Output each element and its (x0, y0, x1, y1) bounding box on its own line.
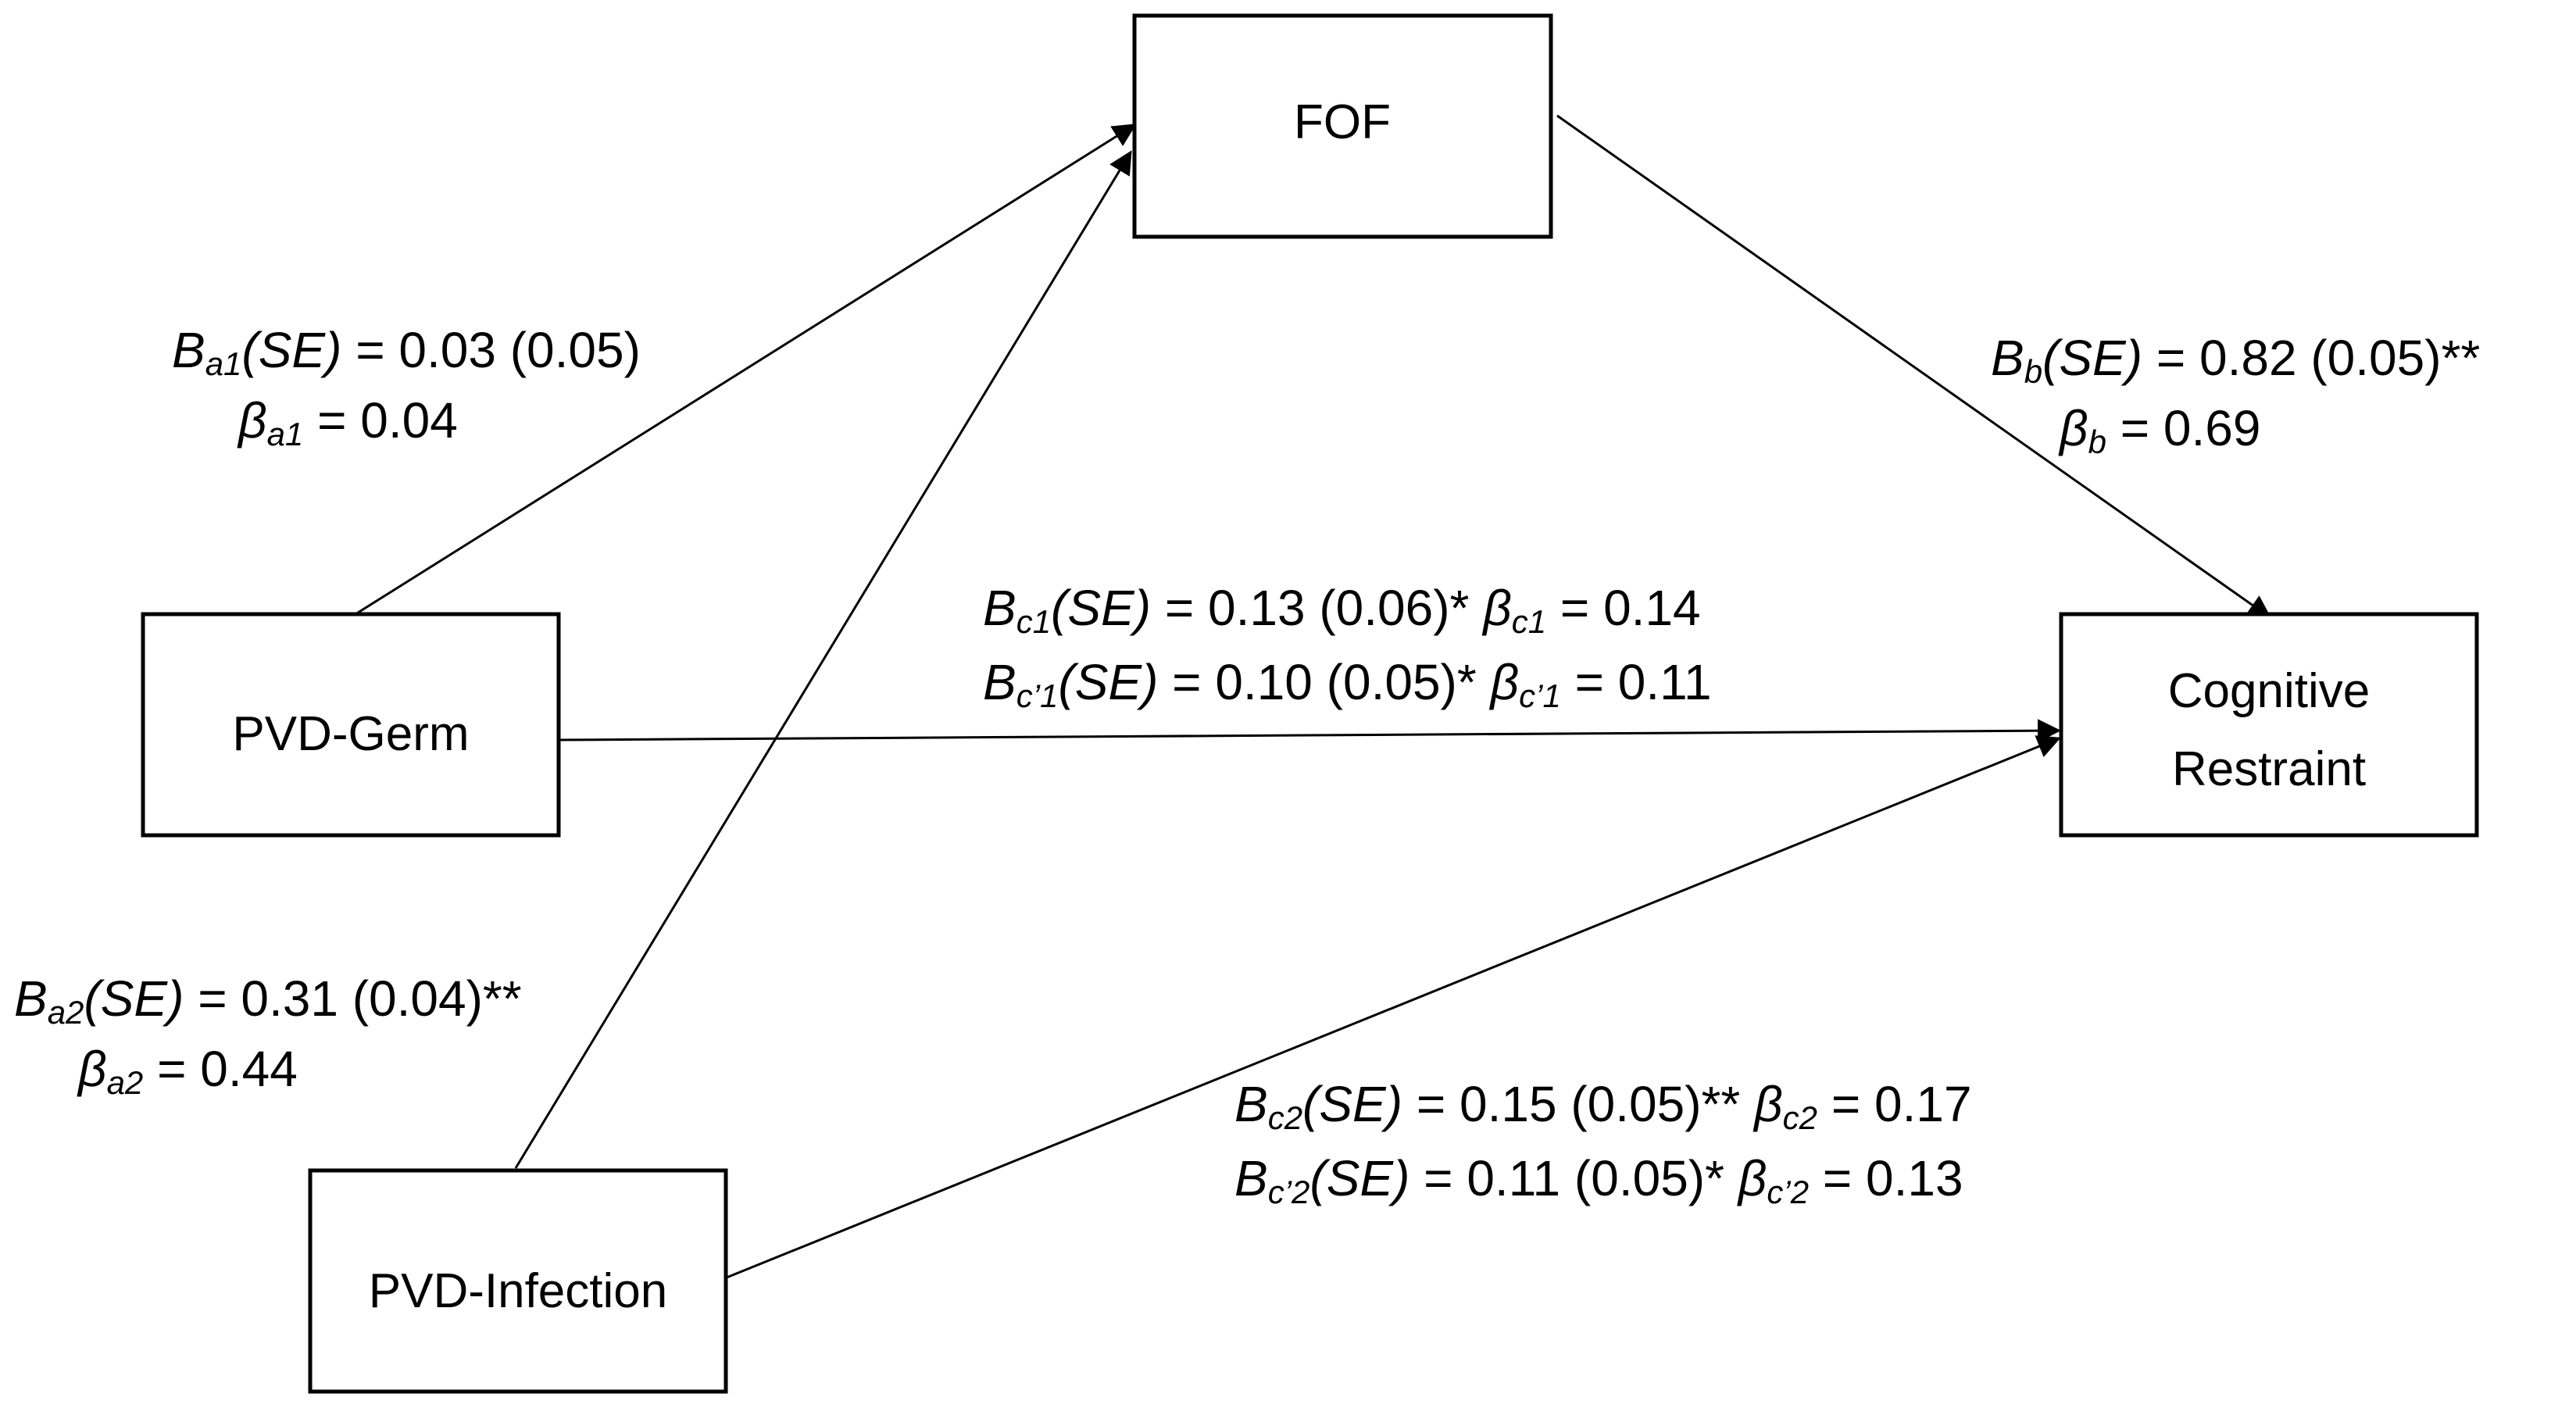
arrow-infection-to-fof (514, 150, 1132, 1169)
coef-c1-prime-line: Bc’1(SE) = 0.10 (0.05)* βc’1 = 0.11 (983, 654, 1712, 714)
node-pvd-infection-label: PVD-Infection (369, 1264, 668, 1318)
coef-b-beta: βb = 0.69 (2058, 400, 2260, 460)
node-pvd-germ: PVD-Germ (141, 612, 561, 838)
coef-b-B: Bb(SE) = 0.82 (0.05)** (1991, 330, 2480, 390)
coef-a1-B: Ba1(SE) = 0.03 (0.05) (172, 322, 641, 382)
node-cognitive-restraint-line1: Cognitive (2168, 664, 2370, 718)
coef-c1: Bc1(SE) = 0.13 (0.06)* βc1 = 0.14 Bc’1(S… (983, 580, 1712, 714)
node-pvd-germ-label: PVD-Germ (232, 707, 469, 761)
coef-b: Bb(SE) = 0.82 (0.05)** βb = 0.69 (1991, 330, 2480, 460)
coef-a1-beta: βa1 = 0.04 (237, 392, 458, 452)
node-pvd-infection: PVD-Infection (308, 1168, 728, 1394)
arrow-fof-to-restraint (1556, 114, 2272, 619)
coef-a1: Ba1(SE) = 0.03 (0.05) βa1 = 0.04 (172, 322, 641, 452)
node-cognitive-restraint-line2: Restraint (2172, 742, 2366, 796)
arrow-germ-to-restraint (558, 719, 2061, 743)
node-fof-label: FOF (1294, 95, 1391, 149)
coef-a2-B: Ba2(SE) = 0.31 (0.04)** (14, 970, 522, 1031)
coef-c1-line: Bc1(SE) = 0.13 (0.06)* βc1 = 0.14 (983, 580, 1701, 640)
coef-c2-line: Bc2(SE) = 0.15 (0.05)** βc2 = 0.17 (1234, 1076, 1972, 1136)
coef-c2: Bc2(SE) = 0.15 (0.05)** βc2 = 0.17 Bc’2(… (1234, 1076, 1972, 1210)
arrow-germ-to-fof (355, 123, 1137, 616)
coef-a2-beta: βa2 = 0.44 (77, 1041, 298, 1101)
node-fof: FOF (1132, 13, 1553, 239)
node-cognitive-restraint: Cognitive Restraint (2059, 612, 2479, 838)
coef-c2-prime-line: Bc’2(SE) = 0.11 (0.05)* βc’2 = 0.13 (1234, 1150, 1963, 1210)
arrow-infection-to-restraint (726, 735, 2061, 1279)
coef-a2: Ba2(SE) = 0.31 (0.04)** βa2 = 0.44 (14, 970, 522, 1101)
